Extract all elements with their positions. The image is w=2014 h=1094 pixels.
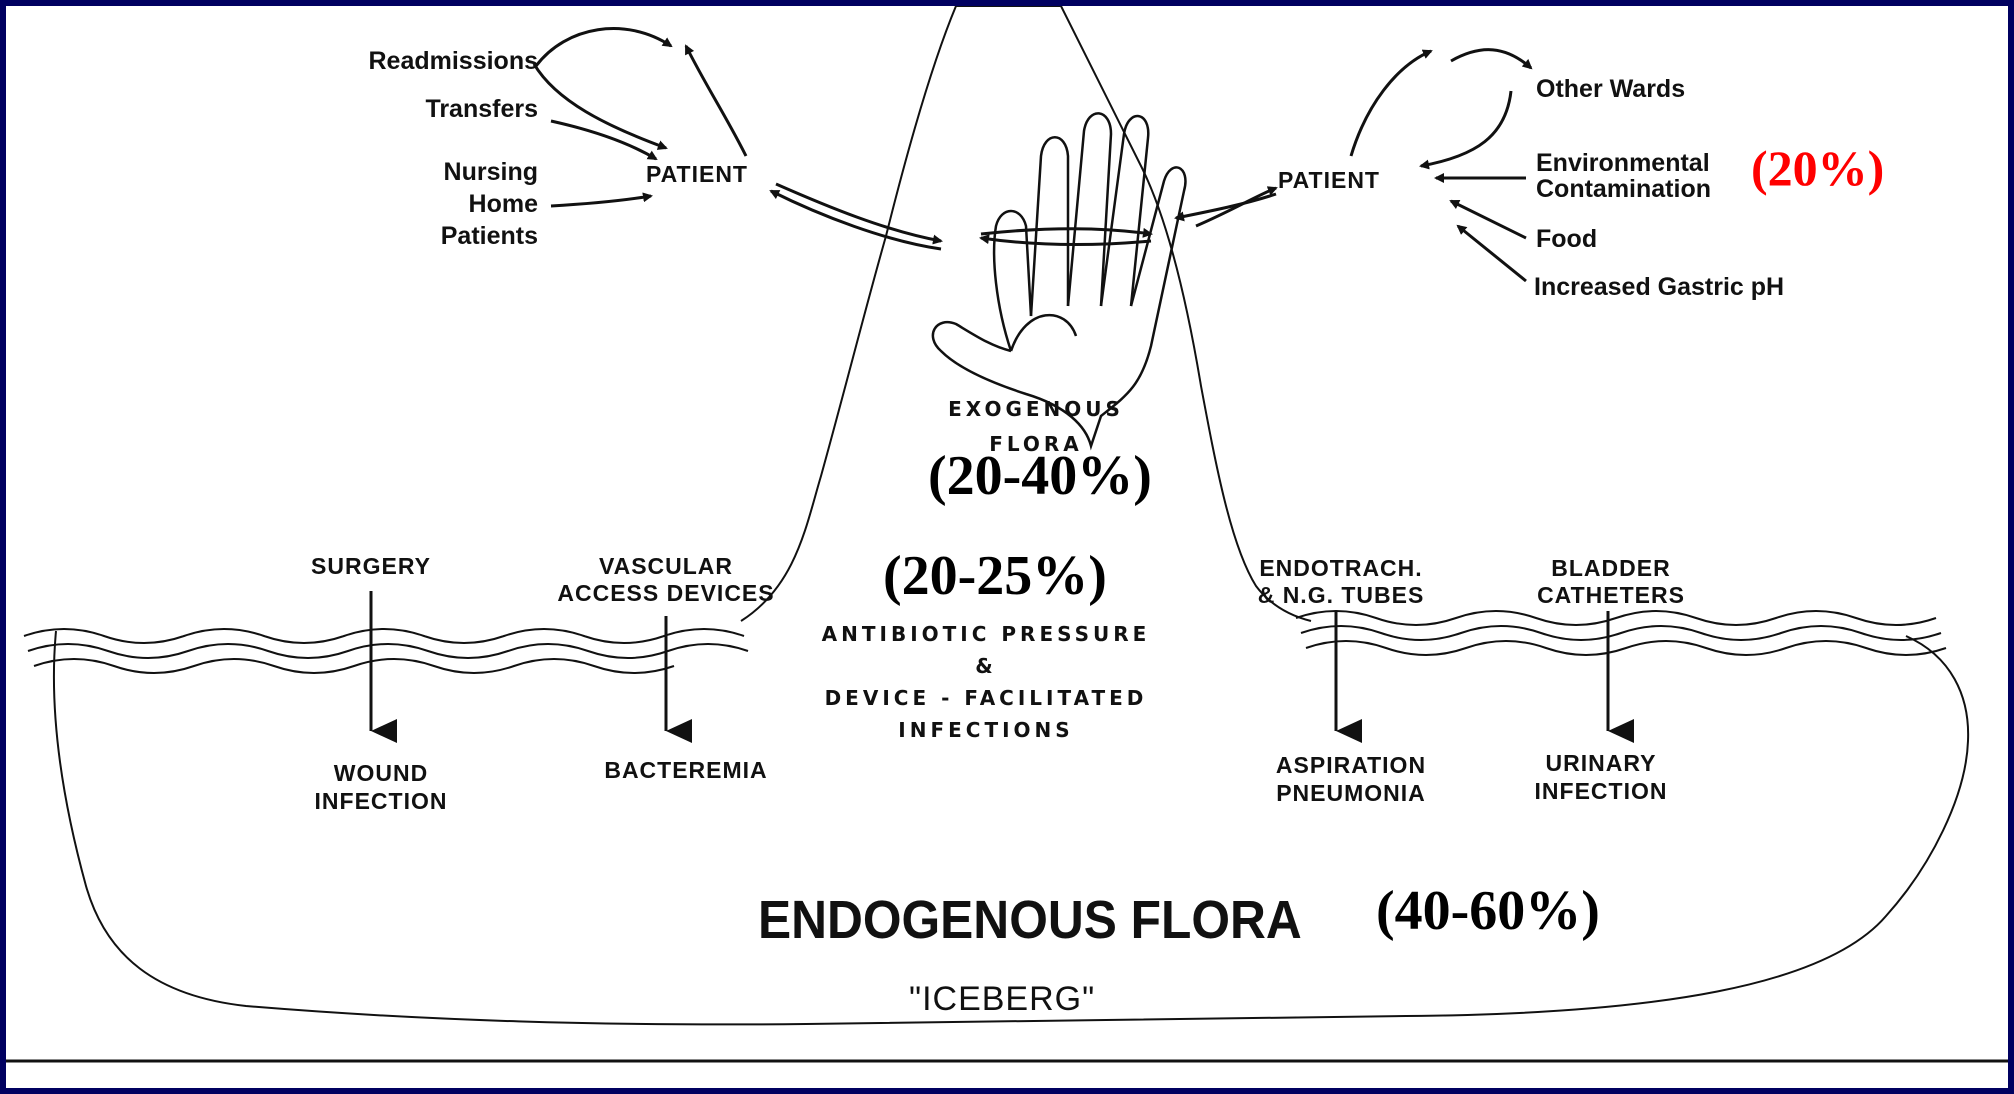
right-patient-label: PATIENT: [1278, 168, 1380, 193]
label-gastric-ph: Increased Gastric pH: [1534, 274, 1784, 302]
source-access-devices: ACCESS DEVICES: [546, 581, 786, 606]
label-patients: Patients: [306, 223, 538, 251]
label-contamination: Contamination: [1536, 176, 1711, 204]
antibiotic-line-1: ANTIBIOTIC PRESSURE: [751, 623, 1221, 645]
source-catheters: CATHETERS: [1511, 583, 1711, 608]
label-home: Home: [306, 191, 538, 219]
endogenous-label: ENDOGENOUS FLORA: [758, 891, 1302, 950]
exchange-arrows: [771, 184, 1276, 249]
antibiotic-percentage: (20-25%): [883, 546, 1107, 608]
endogenous-percentage: (40-60%): [1376, 881, 1600, 943]
result-aspiration: ASPIRATION: [1241, 753, 1461, 778]
result-bacteremia: BACTEREMIA: [576, 758, 796, 783]
iceberg-peak: [741, 6, 1311, 621]
exogenous-label: EXOGENOUS: [886, 398, 1186, 420]
result-urinary-infection: INFECTION: [1496, 779, 1706, 804]
label-readmissions: Readmissions: [306, 48, 538, 76]
result-urinary: URINARY: [1496, 751, 1706, 776]
label-transfers: Transfers: [306, 96, 538, 124]
source-endotrach: ENDOTRACH.: [1236, 556, 1446, 581]
label-food: Food: [1536, 226, 1597, 254]
antibiotic-line-4: INFECTIONS: [751, 719, 1221, 741]
label-other-wards: Other Wards: [1536, 76, 1685, 104]
antibiotic-line-2: &: [751, 655, 1221, 677]
result-wound: WOUND: [271, 761, 491, 786]
source-bladder: BLADDER: [1511, 556, 1711, 581]
diagram-frame: Readmissions Transfers Nursing Home Pati…: [6, 6, 2008, 1088]
label-environmental: Environmental: [1536, 150, 1710, 178]
environmental-percentage: (20%): [1751, 141, 1884, 196]
result-pneumonia: PNEUMONIA: [1241, 781, 1461, 806]
result-wound-infection: INFECTION: [271, 789, 491, 814]
antibiotic-line-3: DEVICE - FACILITATED: [751, 687, 1221, 709]
source-ng-tubes: & N.G. TUBES: [1236, 583, 1446, 608]
left-patient-label: PATIENT: [646, 162, 748, 187]
iceberg-caption: "ICEBERG": [909, 981, 1095, 1018]
right-loop-arrows: [1351, 50, 1531, 281]
exogenous-percentage: (20-40%): [928, 446, 1152, 508]
label-nursing: Nursing: [306, 159, 538, 187]
source-surgery: SURGERY: [261, 554, 481, 579]
source-vascular: VASCULAR: [546, 554, 786, 579]
